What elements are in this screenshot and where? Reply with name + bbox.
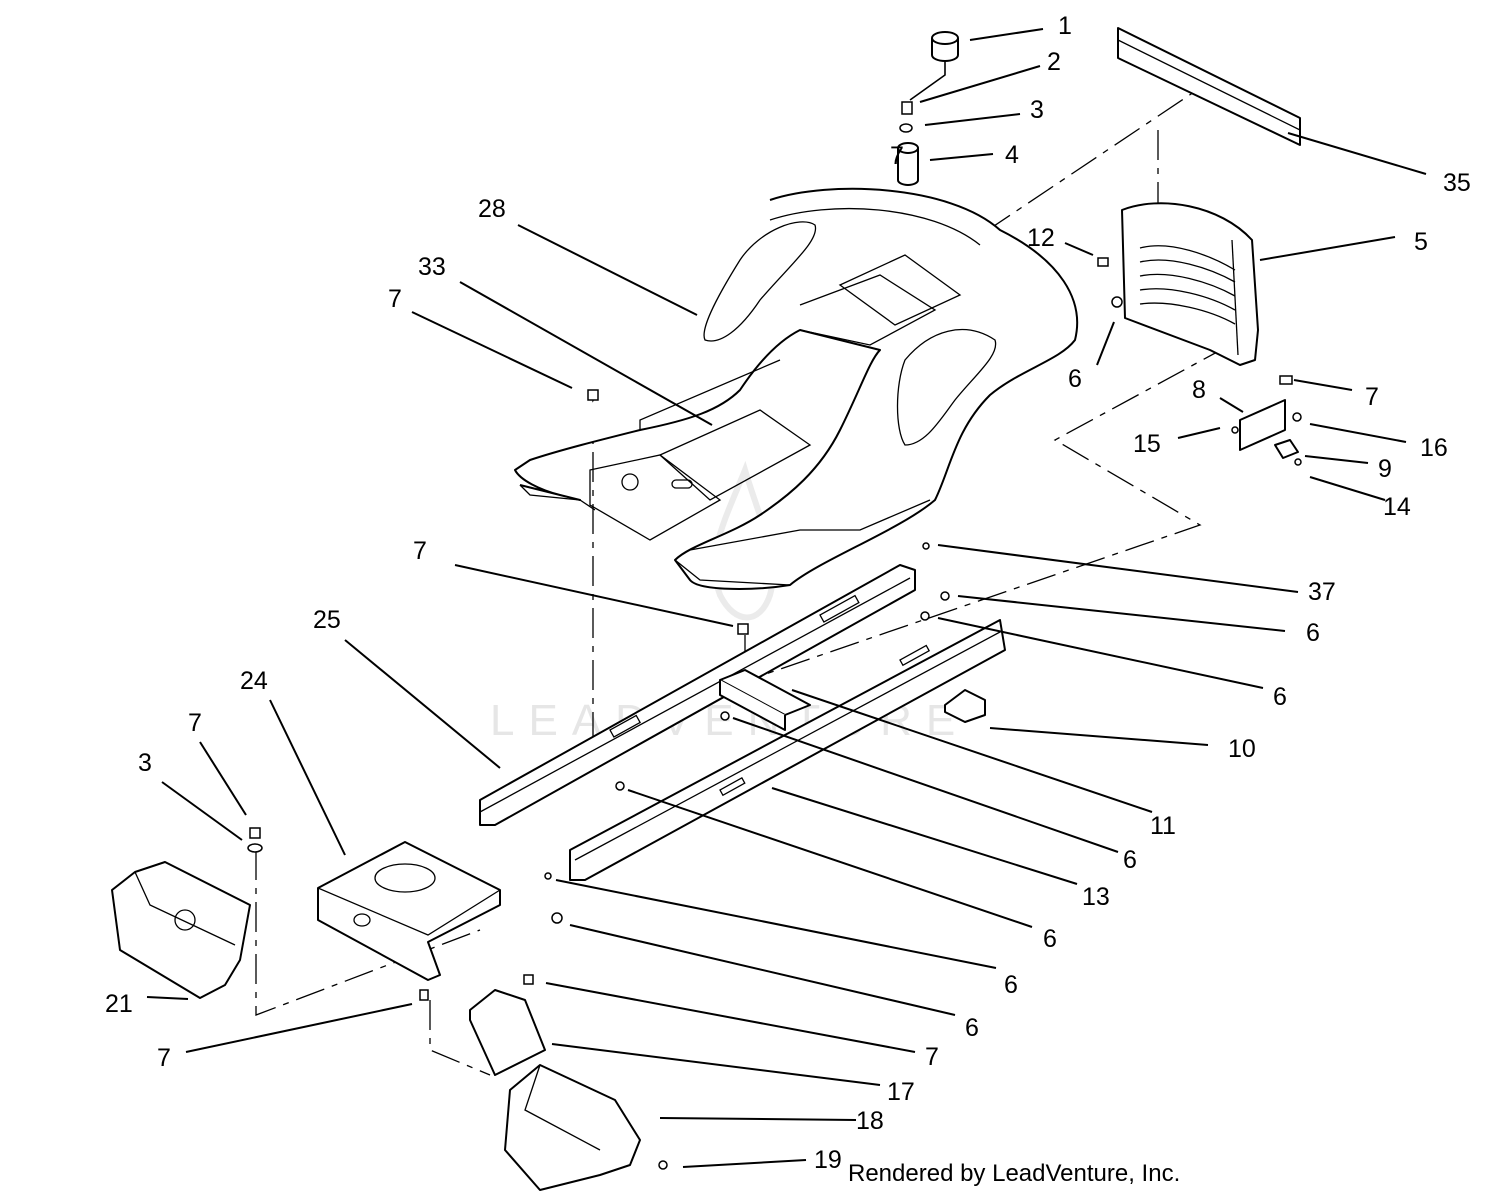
part-28-fender[interactable] [514,187,1079,590]
part-6-nut-f[interactable] [544,872,552,880]
callout-3: 3 [1030,96,1044,124]
callouts: 1 2 3 4 7 35 28 33 7 12 5 6 7 8 15 16 9 … [105,12,1471,1174]
part-12-screw[interactable] [1097,257,1109,267]
callout-7: 7 [388,285,402,313]
callout-11: 11 [1150,812,1176,840]
callout-2: 2 [1047,48,1061,76]
part-19-screw[interactable] [658,1160,668,1170]
leader-lines [146,28,1427,1168]
part-37-screw[interactable] [922,542,930,550]
part-6-nut-d[interactable] [720,711,730,721]
part-6-nut-c[interactable] [920,611,930,621]
part-6-nut-e[interactable] [615,781,625,791]
callout-35: 35 [1443,169,1471,197]
callout-25: 25 [313,606,341,634]
callout-13: 13 [1082,883,1110,911]
part-6-nut-g[interactable] [551,912,563,924]
callout-1: 1 [1058,12,1072,40]
callout-14: 14 [1383,493,1411,521]
part-11-cross-member[interactable] [719,669,811,731]
callout-6: 6 [1043,925,1057,953]
callout-4: 4 [1005,141,1019,169]
part-13-frame-rail[interactable] [569,619,1006,881]
callout-19: 19 [814,1146,842,1174]
callout-8: 8 [1192,376,1206,404]
callout-6: 6 [1004,971,1018,999]
callout-3: 3 [138,749,152,777]
callout-5: 5 [1414,228,1428,256]
part-18-deflector[interactable] [504,1064,641,1191]
callout-28: 28 [478,195,506,223]
callout-6: 6 [1123,846,1137,874]
callout-7: 7 [925,1043,939,1071]
callout-7: 7 [157,1044,171,1072]
part-24-support-box[interactable] [317,841,501,981]
part-7-bolt-c[interactable] [249,827,261,839]
callout-7: 7 [413,537,427,565]
part-6-nut-b[interactable] [940,591,950,601]
callout-21: 21 [105,990,133,1018]
part-8-bracket[interactable] [1239,399,1286,451]
callout-6: 6 [1306,619,1320,647]
part-2-nut[interactable] [901,101,913,115]
part-1-knob[interactable] [909,31,959,101]
callout-17: 17 [887,1078,915,1106]
callout-6: 6 [965,1014,979,1042]
callout-33: 33 [418,253,446,281]
callout-16: 16 [1420,434,1448,462]
part-9-switch[interactable] [1274,439,1299,459]
part-7-bolt-b[interactable] [737,623,749,635]
part-14-screw[interactable] [1294,458,1302,466]
callout-10: 10 [1228,735,1256,763]
callout-9: 9 [1378,455,1392,483]
part-5-rear-shroud[interactable] [1121,202,1259,366]
part-7-bolt-a[interactable] [587,389,599,401]
part-21-front-bracket[interactable] [111,861,251,999]
part-16-screw[interactable] [1292,412,1302,422]
callout-12: 12 [1027,224,1055,252]
part-17-deflector[interactable] [469,989,546,1076]
callout-18: 18 [856,1107,884,1135]
callout-24: 24 [240,667,268,695]
callout-15: 15 [1133,430,1161,458]
footer-credit: Rendered by LeadVenture, Inc. [848,1160,1181,1187]
callout-7: 7 [890,142,904,170]
part-6-nut-upper[interactable] [1111,296,1123,308]
part-10-bracket[interactable] [944,689,986,723]
part-35-bar[interactable] [1117,27,1301,146]
part-3-washer[interactable] [899,123,913,133]
callout-7: 7 [1365,383,1379,411]
callout-6: 6 [1273,683,1287,711]
part-3-washer-lower[interactable] [247,843,263,853]
part-4-sleeve[interactable] [897,142,919,186]
callout-37: 37 [1308,578,1336,606]
part-7-bolt-e[interactable] [523,974,534,985]
part-15-screw[interactable] [1231,426,1239,434]
callout-6: 6 [1068,365,1082,393]
part-7-bolt-shroud[interactable] [1279,375,1293,385]
part-7-bolt-d[interactable] [419,989,429,1001]
callout-7: 7 [188,709,202,737]
part-25-frame-rail[interactable] [479,564,916,826]
